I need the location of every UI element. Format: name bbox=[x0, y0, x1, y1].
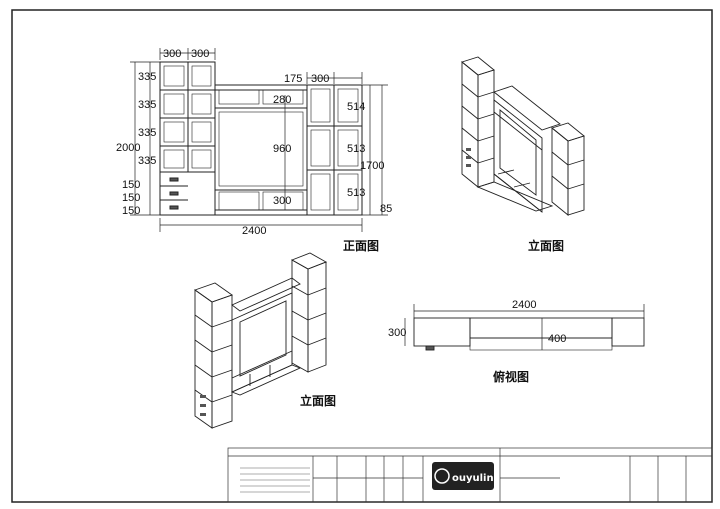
dim-center-height-2: 960 bbox=[273, 143, 291, 155]
front-view bbox=[130, 48, 388, 232]
dim-left-height-4: 335 bbox=[138, 155, 156, 167]
iso-right-view bbox=[461, 56, 585, 216]
dim-center-width-1: 175 bbox=[284, 73, 302, 85]
dim-left-height-6: 150 bbox=[122, 192, 140, 204]
caption-front-view: 正面图 bbox=[343, 239, 379, 253]
dim-right-total: 1700 bbox=[360, 160, 384, 172]
dim-top-width-1: 300 bbox=[163, 48, 181, 60]
dim-left-height-1: 335 bbox=[138, 71, 156, 83]
title-block bbox=[227, 447, 713, 503]
dim-top-width-2: 300 bbox=[191, 48, 209, 60]
dim-total-width: 2400 bbox=[242, 225, 266, 237]
dim-center-height-3: 300 bbox=[273, 195, 291, 207]
dim-top-view-width: 2400 bbox=[512, 299, 536, 311]
dim-left-height-2: 335 bbox=[138, 99, 156, 111]
dim-right-height-2: 513 bbox=[347, 143, 365, 155]
dim-right-height-3: 513 bbox=[347, 187, 365, 199]
caption-iso-left: 立面图 bbox=[300, 393, 336, 408]
dim-right-height-1: 514 bbox=[347, 101, 365, 113]
dim-center-width-2: 300 bbox=[311, 73, 329, 85]
dim-center-height-1: 280 bbox=[273, 94, 291, 106]
dim-left-height-3: 335 bbox=[138, 127, 156, 139]
dim-top-view-depth: 300 bbox=[388, 327, 406, 339]
top-view bbox=[404, 304, 645, 351]
caption-iso-right: 立面图 bbox=[528, 238, 564, 253]
dim-left-height-5: 150 bbox=[122, 179, 140, 191]
brand-logo-text: ouyulin bbox=[452, 473, 494, 484]
dim-top-view-inner: 400 bbox=[548, 333, 566, 345]
dim-left-height-7: 150 bbox=[122, 205, 140, 217]
dim-base: 85 bbox=[380, 203, 392, 215]
brand-logo: ouyulin bbox=[432, 462, 494, 490]
caption-top-view: 俯视图 bbox=[493, 369, 529, 384]
dim-total-height: 2000 bbox=[116, 142, 140, 154]
iso-left-view bbox=[194, 252, 328, 429]
